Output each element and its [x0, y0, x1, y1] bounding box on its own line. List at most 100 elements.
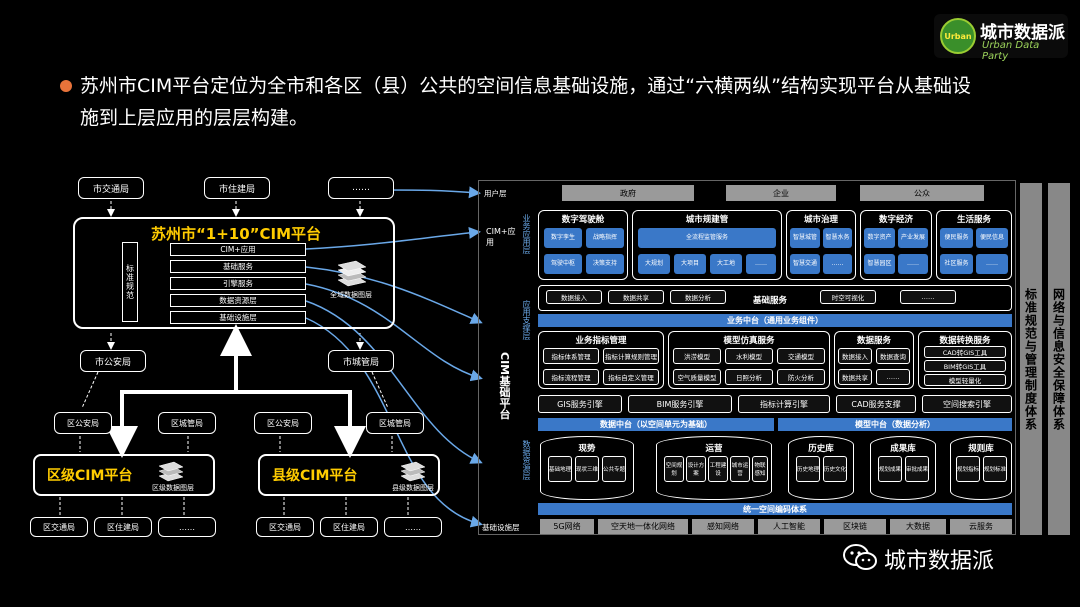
- user-layer-label: 用户层: [484, 189, 507, 198]
- cylinder-cell: 现状三维: [575, 456, 599, 482]
- user-public: 公众: [860, 185, 984, 201]
- biz-platform-bar: 业务中台（通用业务组件）: [538, 314, 1012, 327]
- support-cell: 空气质量模型: [673, 369, 721, 385]
- app-cell: 全流程监管服务: [638, 228, 776, 248]
- cylinder-current-title: 现势: [578, 444, 596, 454]
- infra-item: 区块链: [824, 519, 886, 534]
- base-service-item: 数据共享: [608, 290, 664, 304]
- county-cim-platform-title: 县级CIM平台: [272, 468, 358, 484]
- base-service-item: 数据接入: [546, 290, 602, 304]
- support-cell: BIM转GIS工具: [924, 360, 1006, 372]
- top-box-1: 市交通局: [78, 177, 144, 199]
- app-cell: 大工地: [710, 254, 742, 274]
- app-cell: 大规划: [638, 254, 670, 274]
- bullet-dot: [60, 80, 72, 92]
- cim-app-label: CIM+应用: [486, 227, 516, 247]
- city-cim-platform-box: [73, 217, 395, 329]
- infra-layer-label: 基础设施层: [482, 523, 520, 532]
- support-cell: 交通模型: [777, 348, 825, 364]
- app-cell: 便民信息: [976, 228, 1008, 248]
- cylinder-cell: 设计方案: [686, 456, 706, 482]
- app-layer-label: 业务应用层: [522, 214, 531, 254]
- base-service-item: 时空可视化: [820, 290, 876, 304]
- engine-bim: BIM服务引擎: [628, 395, 732, 413]
- top-box-2: 市住建局: [204, 177, 270, 199]
- app-cell: 战略指挥: [586, 228, 624, 248]
- data-stack-icon: [337, 260, 367, 287]
- city-cim-platform-title: 苏州市“1+10”CIM平台: [150, 225, 322, 243]
- cylinder-operation-title: 运营: [705, 444, 723, 454]
- logo: Urban 城市数据派 Urban Data Party: [934, 14, 1068, 62]
- cylinder-cell: 工程建设: [708, 456, 728, 482]
- support-convert-title: 数据转换服务: [939, 336, 991, 346]
- support-cell: 数据接入: [838, 348, 872, 364]
- app-cell: 数字资产: [864, 228, 895, 248]
- bottom-box-3: ……: [158, 517, 216, 537]
- infra-item: 大数据: [890, 519, 946, 534]
- wechat-account-name: 城市数据派: [884, 549, 995, 574]
- cylinder-cell: 空间规划: [664, 456, 684, 482]
- top-box-3: ……: [328, 177, 394, 199]
- layer-infrastructure: 基础设施层: [170, 311, 306, 324]
- bottom-box-6: ……: [384, 517, 442, 537]
- app-cell: 数字孪生: [544, 228, 582, 248]
- district-small-2: 区城管局: [158, 412, 216, 434]
- logo-badge-icon: Urban: [940, 18, 976, 54]
- app-group-planning-title: 城市规建管: [685, 215, 729, 225]
- support-data-title: 数据服务: [856, 336, 891, 346]
- support-cell: 指标计算规则管理: [603, 348, 659, 364]
- user-enterprise: 企业: [726, 185, 836, 201]
- base-service-title: 基础服务: [752, 296, 787, 306]
- layer-base-service: 基础服务: [170, 260, 306, 273]
- cylinder-cell: 基础地理: [548, 456, 572, 482]
- support-cell: 防火分析: [777, 369, 825, 385]
- side-standards-bar: 标准规范与管理制度体系: [1020, 183, 1042, 535]
- infra-item: 空天地一体化网络: [598, 519, 688, 534]
- logo-subtitle: Urban Data Party: [982, 40, 1040, 62]
- district-cim-platform-title: 区级CIM平台: [47, 468, 133, 484]
- layer-engine-service: 引擎服务: [170, 277, 306, 290]
- layer-cim-app: CIM+应用: [170, 243, 306, 256]
- district-stack-icon: [158, 461, 184, 482]
- support-cell: 水利模型: [725, 348, 773, 364]
- bottom-box-4: 区交通局: [256, 517, 314, 537]
- support-indicator-title: 业务指标管理: [575, 336, 627, 346]
- county-cim-platform: 县级CIM平台: [258, 454, 440, 496]
- county-data-label: 县级数据图层: [392, 484, 434, 492]
- infra-item: 感知网络: [692, 519, 754, 534]
- engine-spatial-search: 空间搜索引擎: [922, 395, 1012, 413]
- app-cell: 智慧园区: [864, 254, 895, 274]
- unified-coding-bar: 统一空间编码体系: [538, 503, 1012, 515]
- app-cell: 决策支持: [586, 254, 624, 274]
- support-cell: 数据查询: [876, 348, 910, 364]
- engine-cad: CAD服务支撑: [836, 395, 916, 413]
- intro-text: 苏州市CIM平台定位为全市和各区（县）公共的空间信息基础设施，通过“六横两纵”结…: [80, 75, 971, 129]
- infra-item: 5G网络: [540, 519, 594, 534]
- cylinder-cell: 规划指标: [956, 456, 980, 482]
- base-service-item: 数据分析: [670, 290, 726, 304]
- cylinder-cell: 城市运营: [730, 456, 750, 482]
- cylinder-cell: 规划标准: [983, 456, 1007, 482]
- stack-label: 全域数据图层: [330, 291, 372, 299]
- cylinder-cell: 公共专题: [602, 456, 626, 482]
- district-small-3: 区公安局: [254, 412, 312, 434]
- app-group-cockpit-title: 数字驾驶舱: [561, 215, 605, 225]
- county-stack-icon: [400, 461, 426, 482]
- support-cell: 指标体系管理: [543, 348, 599, 364]
- app-cell: 产业发展: [898, 228, 928, 248]
- bottom-box-2: 区住建局: [94, 517, 152, 537]
- support-cell: 数据共享: [838, 369, 872, 385]
- district-cim-platform: 区级CIM平台: [33, 454, 215, 496]
- cylinder-cell: 审批成果: [905, 456, 929, 482]
- app-cell: ……: [823, 254, 852, 274]
- app-cell: 驾驶中枢: [544, 254, 582, 274]
- app-cell: ……: [746, 254, 776, 274]
- model-platform-bar: 模型中台（数据分析）: [778, 418, 1012, 431]
- infra-item: 人工智能: [758, 519, 820, 534]
- district-small-4: 区城管局: [366, 412, 424, 434]
- right-framework: [478, 180, 1016, 535]
- app-cell: ……: [976, 254, 1008, 274]
- app-cell: ……: [898, 254, 928, 274]
- infra-item: 云服务: [950, 519, 1012, 534]
- support-model-title: 模型仿真服务: [723, 336, 775, 346]
